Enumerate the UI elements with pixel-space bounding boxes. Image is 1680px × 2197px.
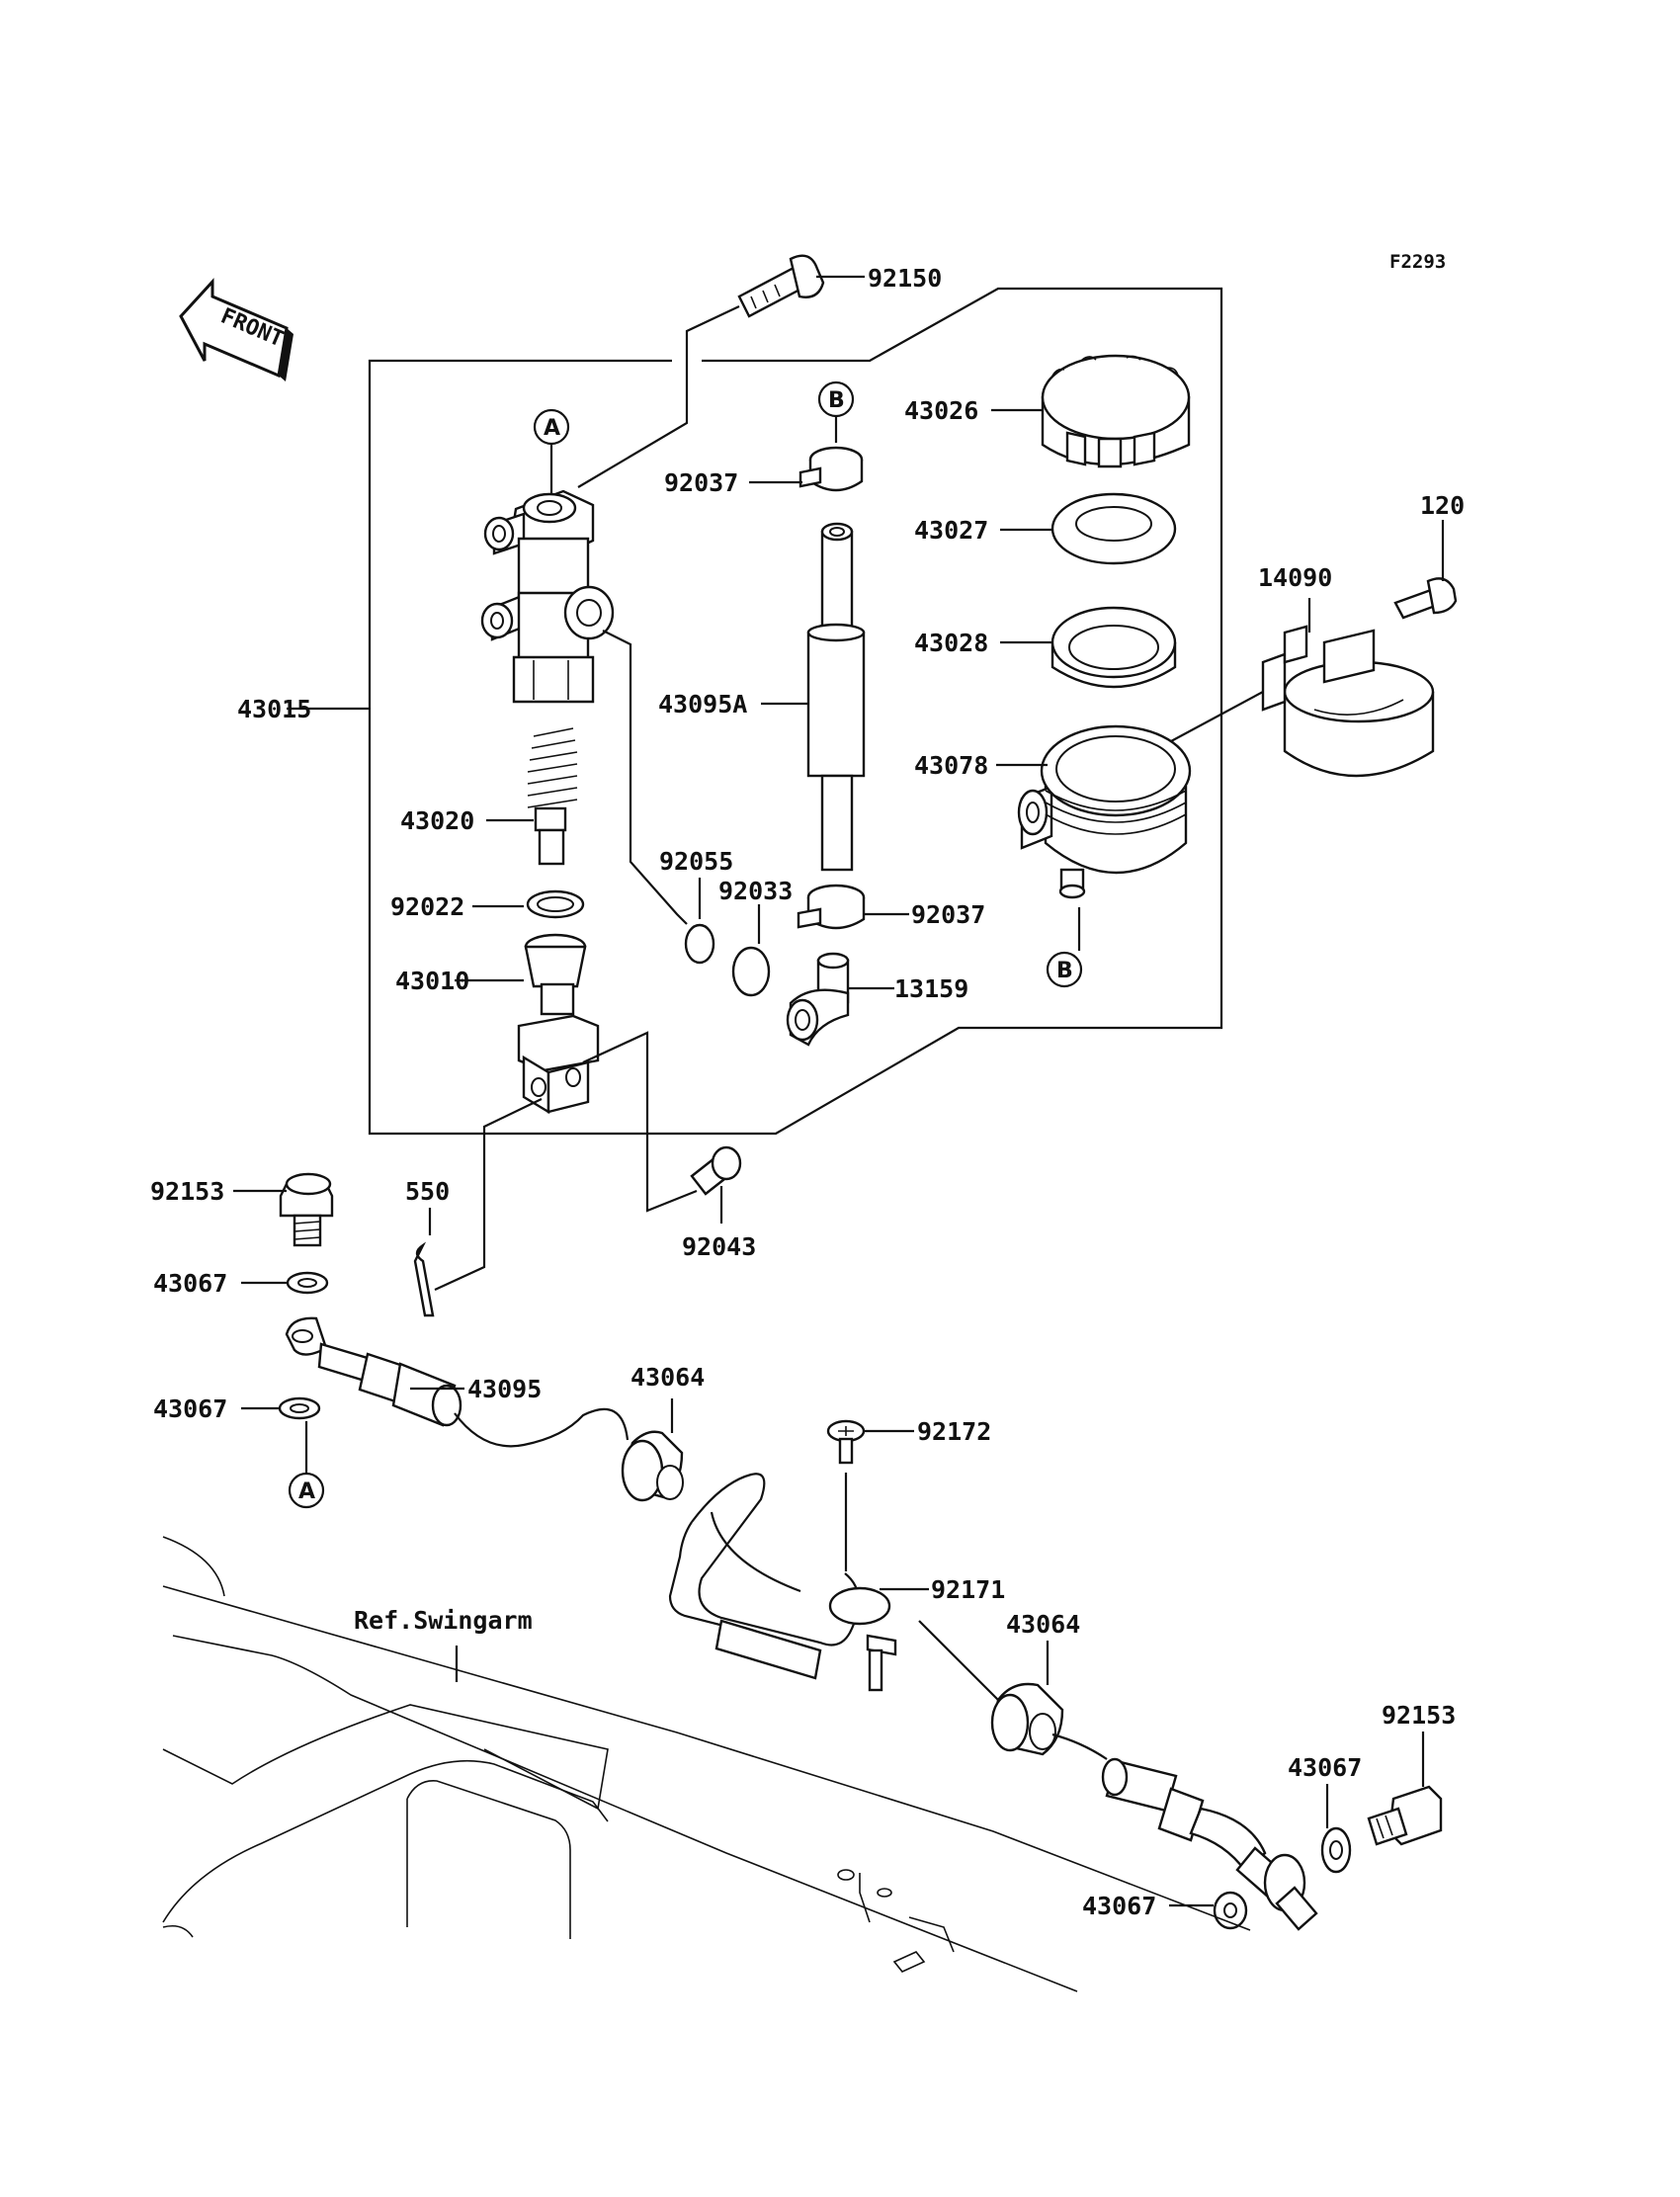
part-label-43067-a: 43067 xyxy=(153,1269,227,1298)
spring-43020 xyxy=(527,727,578,866)
washer-43067-b xyxy=(241,1396,321,1473)
marker-a-top: A xyxy=(533,408,570,496)
reservoir-43078 xyxy=(996,691,1264,951)
part-label-13159: 13159 xyxy=(894,974,968,1003)
push-rod-43010 xyxy=(434,933,698,1291)
circlip-92033 xyxy=(731,904,771,997)
band-14090 xyxy=(1261,598,1435,778)
part-label-550: 550 xyxy=(405,1177,450,1206)
cotter-pin-550 xyxy=(413,1208,435,1317)
washer-43067-c xyxy=(1320,1784,1352,1874)
part-label-43064-b: 43064 xyxy=(1006,1610,1080,1639)
part-label-43064-a: 43064 xyxy=(630,1363,705,1392)
brake-hose-43095-lower-end xyxy=(1051,1732,1318,1931)
o-ring-92055 xyxy=(684,878,715,965)
grommet-43064-a xyxy=(621,1398,684,1502)
part-label-92043: 92043 xyxy=(682,1232,756,1261)
part-label-92153-right: 92153 xyxy=(1382,1701,1456,1730)
part-label-43095: 43095 xyxy=(467,1375,542,1403)
washer-43067-d xyxy=(1169,1891,1248,1930)
part-label-43067-b: 43067 xyxy=(153,1394,227,1423)
brake-hose-43095 xyxy=(285,1316,630,1448)
part-label-43015: 43015 xyxy=(237,695,311,723)
pin-92043 xyxy=(690,1145,742,1224)
hose-guide-92171 xyxy=(668,1473,999,1701)
master-cylinder-body xyxy=(480,489,688,925)
part-label-43067-d: 43067 xyxy=(1082,1892,1156,1920)
screw-92172 xyxy=(826,1419,914,1571)
marker-a-bottom: A xyxy=(288,1472,325,1509)
part-label-43067-c: 43067 xyxy=(1288,1753,1362,1782)
part-label-92055: 92055 xyxy=(659,847,733,876)
marker-a-top-label: A xyxy=(544,416,560,441)
part-label-43028: 43028 xyxy=(914,629,988,657)
marker-b-bottom: B xyxy=(1046,951,1083,988)
part-label-92150: 92150 xyxy=(868,264,942,293)
ref-swingarm-label: Ref.Swingarm xyxy=(354,1606,533,1635)
front-arrow-icon: FRONT xyxy=(179,278,294,381)
part-label-120: 120 xyxy=(1420,491,1465,520)
banjo-bolt-92153-left xyxy=(233,1172,334,1247)
circlip-92022 xyxy=(526,889,585,919)
part-label-92037-top: 92037 xyxy=(664,468,738,497)
part-label-92022: 92022 xyxy=(390,892,464,921)
marker-b-bottom-label: B xyxy=(1056,959,1073,983)
reservoir-cap-43026 xyxy=(991,354,1191,468)
part-label-43020: 43020 xyxy=(400,806,474,835)
screw-120 xyxy=(1393,520,1458,620)
bolt-92150 xyxy=(577,254,865,488)
part-label-43026: 43026 xyxy=(904,396,978,425)
diaphragm-plate-43027 xyxy=(1000,492,1177,565)
marker-b-top: B xyxy=(817,380,855,443)
diagram-code: F2293 xyxy=(1389,251,1446,273)
marker-b-top-label: B xyxy=(828,388,845,413)
clamp-92037-top xyxy=(749,446,864,492)
part-label-14090: 14090 xyxy=(1258,563,1332,592)
washer-43067-a xyxy=(241,1271,329,1295)
part-label-92172: 92172 xyxy=(917,1417,991,1446)
hose-43095a xyxy=(761,522,866,872)
elbow-13159 xyxy=(786,952,894,1047)
banjo-bolt-92153-right xyxy=(1367,1732,1443,1846)
part-label-43078: 43078 xyxy=(914,751,988,780)
part-label-92037-bottom: 92037 xyxy=(911,900,985,929)
marker-a-bottom-label: A xyxy=(298,1479,315,1504)
part-label-92033: 92033 xyxy=(718,877,793,905)
part-label-92153-left: 92153 xyxy=(150,1177,224,1206)
assembly-frame xyxy=(321,287,1223,1136)
part-label-92171: 92171 xyxy=(931,1575,1005,1604)
swingarm-reference xyxy=(162,1536,1251,1992)
diaphragm-43028 xyxy=(1000,606,1177,689)
part-label-43027: 43027 xyxy=(914,516,988,545)
part-label-43010: 43010 xyxy=(395,967,469,995)
part-label-43095a: 43095A xyxy=(658,690,747,718)
grommet-43064-b xyxy=(990,1641,1064,1756)
clamp-92037-bottom xyxy=(797,884,909,930)
